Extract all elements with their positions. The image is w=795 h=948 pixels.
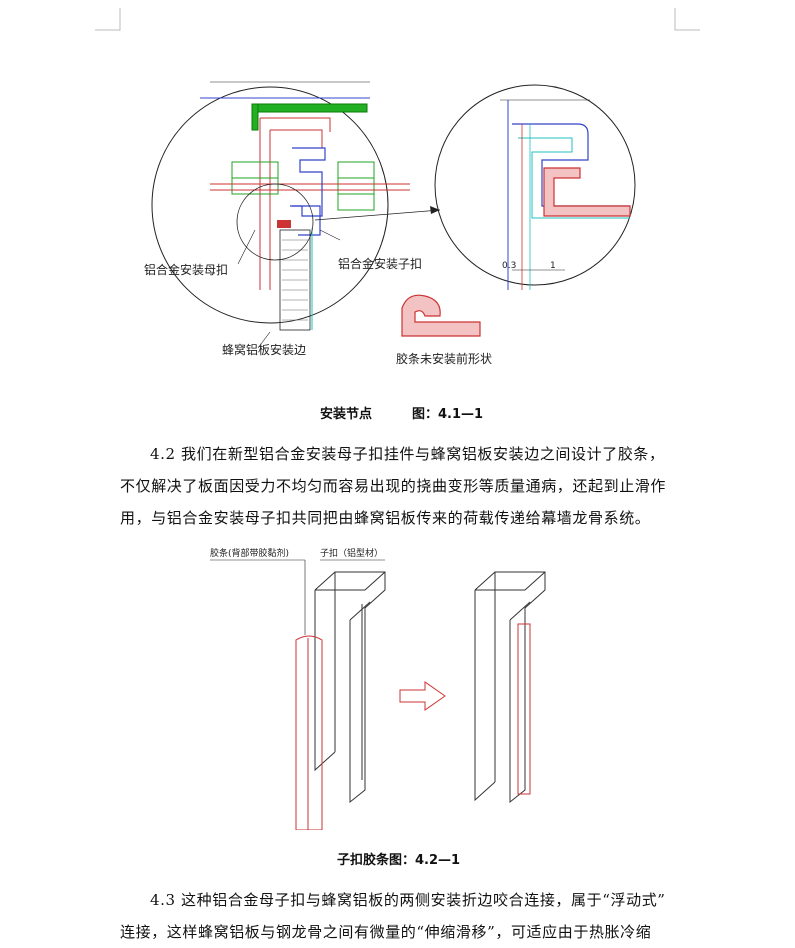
- paragraph-4-3: 4.3 这种铝合金母子扣与蜂窝铝板的两侧安装折边咬合连接，属于“浮动式” 连接，…: [120, 884, 680, 948]
- clip-profile-left: [314, 571, 386, 804]
- bolt-assembly: [210, 161, 410, 211]
- detail-circle-small: [236, 183, 314, 261]
- figure1-caption-left: 安装节点: [320, 407, 373, 422]
- label-strip-shape: 胶条未安装前形状: [396, 351, 492, 366]
- label-clip: 子扣（铝型材）: [320, 547, 383, 559]
- label-female-clip: 铝合金安装母扣: [144, 262, 228, 277]
- clip-profile-right: [474, 571, 546, 804]
- clip-strip-diagram: 胶条(背部带胶黏剂) 子扣（铝型材）: [210, 547, 546, 830]
- detail-circle-right: [434, 84, 636, 286]
- para1-line-2: 不仅解决了板面因受力不均匀而容易出现的挠曲变形等质量通病，还起到止滑作: [120, 477, 667, 495]
- rubber-strip-detail: [543, 167, 631, 217]
- para2-line-2: 连接，这样蜂窝铝板与钢龙骨之间有微量的“伸缩滑移”，可适应由于热胀冷缩: [120, 923, 652, 941]
- paragraph-4-2: 4.2 我们在新型铝合金安装母子扣挂件与蜂窝铝板安装边之间设计了胶条， 不仅解决…: [120, 438, 680, 534]
- para1-line-3: 用，与铝合金安装母子扣共同把由蜂窝铝板传来的荷载传递给幕墙龙骨系统。: [120, 509, 651, 527]
- rubber-strip: [277, 220, 291, 228]
- figure2-caption: 子扣胶条图：4.2—1: [337, 853, 461, 868]
- para1-line-1: 4.2 我们在新型铝合金安装母子扣挂件与蜂窝铝板安装边之间设计了胶条，: [150, 445, 665, 463]
- transition-arrow: [399, 681, 446, 711]
- figure1-caption-right: 图：4.1—1: [412, 407, 484, 422]
- dimension-label-b: 1: [550, 261, 556, 271]
- label-panel-edge: 蜂窝铝板安装边: [222, 342, 306, 357]
- crop-mark-top-right: [674, 8, 700, 31]
- dimension-label-a: 0.3: [502, 261, 516, 271]
- strip-shape-before-install: [401, 294, 481, 337]
- label-strip: 胶条(背部带胶黏剂): [210, 547, 289, 559]
- para2-line-1: 4.3 这种铝合金母子扣与蜂窝铝板的两侧安装折边咬合连接，属于“浮动式”: [150, 891, 666, 909]
- male-clip-profile: [290, 147, 326, 217]
- crop-mark-top-left: [95, 8, 121, 31]
- rubber-strip-left: [295, 635, 323, 830]
- female-clip-profile: [259, 117, 331, 290]
- rubber-strip-right: [517, 623, 531, 795]
- detail-circle-large: [151, 86, 389, 324]
- green-bracket: [251, 103, 368, 113]
- honeycomb-panel: [279, 229, 311, 331]
- installation-node-drawing: 0.3 1 铝合金安装母扣 铝合金安装子扣 蜂窝铝板安装边 胶条未安装前形状: [144, 81, 636, 366]
- label-male-clip: 铝合金安装子扣: [338, 256, 422, 271]
